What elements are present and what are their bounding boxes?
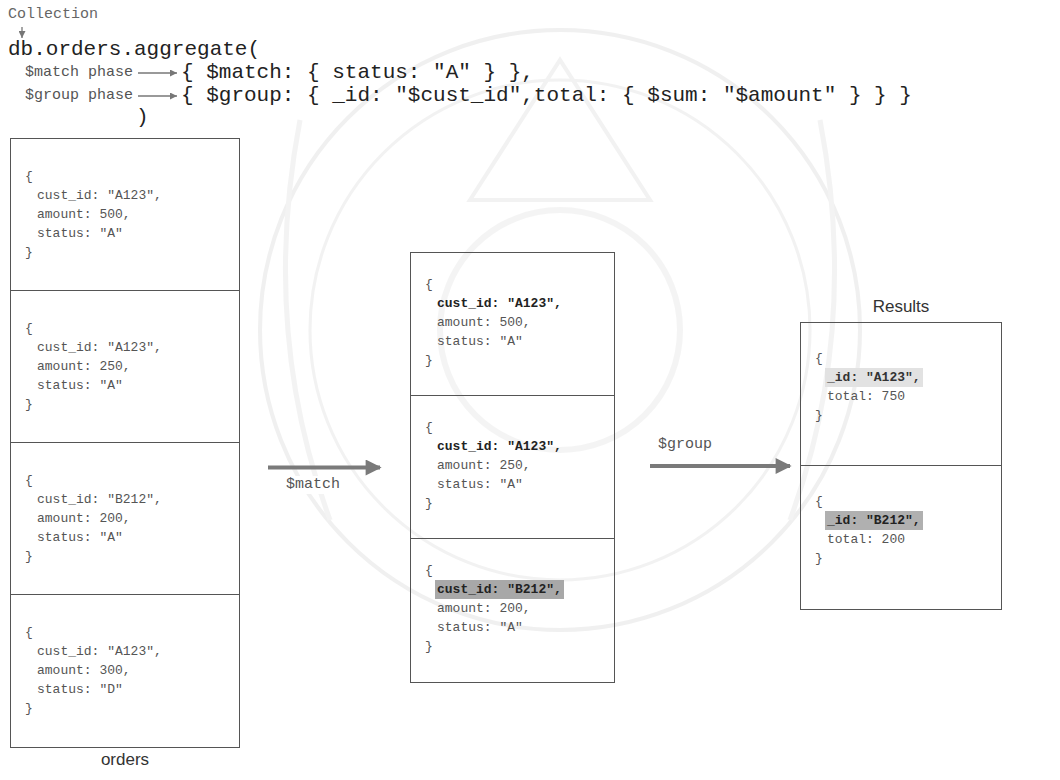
document-field: { (813, 492, 825, 511)
document-field: } (23, 243, 35, 262)
document-field: { (23, 471, 35, 490)
watermark-ring (310, 80, 810, 580)
phase-label: $group phase (25, 87, 133, 105)
document-field: } (23, 547, 35, 566)
document-field: } (813, 549, 825, 568)
document-field: status: "A" (35, 376, 125, 395)
document-field: } (813, 406, 825, 425)
document-field: total: 750 (825, 387, 907, 406)
document-field: cust_id: "A123", (35, 338, 164, 357)
document-field: { (423, 418, 435, 437)
document-field: amount: 250, (35, 357, 133, 376)
collection-box: {cust_id: "A123",amount: 500,status: "A"… (410, 252, 615, 683)
leader-arrow (138, 72, 177, 73)
document-field: } (423, 637, 435, 656)
stage-label: $group (656, 436, 714, 454)
document-field: } (423, 351, 435, 370)
document-field: cust_id: "A123", (435, 294, 564, 313)
document-field: amount: 250, (435, 456, 533, 475)
document-box: {cust_id: "A123",amount: 500,status: "A"… (411, 253, 614, 396)
document-box: {cust_id: "A123",amount: 250,status: "A"… (11, 291, 239, 443)
collection-name: Results (801, 297, 1001, 317)
document-field: status: "A" (35, 528, 125, 547)
document-field: { (23, 319, 35, 338)
document-field: _id: "A123", (825, 368, 923, 387)
flow-arrow (268, 466, 380, 470)
code-line: { $match: { status: "A" } }, (181, 61, 534, 84)
document-field: status: "A" (435, 618, 525, 637)
collection-label: Collection (8, 6, 98, 24)
document-field: amount: 500, (435, 313, 533, 332)
collection-box: Results{_id: "A123",total: 750}{_id: "B2… (800, 322, 1002, 610)
document-field: status: "A" (435, 475, 525, 494)
document-field: { (23, 167, 35, 186)
document-field: status: "A" (435, 332, 525, 351)
document-box: {_id: "B212",total: 200} (801, 466, 1001, 609)
phase-label: $match phase (25, 64, 133, 82)
document-field: { (423, 561, 435, 580)
collection-name: orders (11, 750, 239, 770)
document-field: { (423, 275, 435, 294)
document-box: {cust_id: "B212",amount: 200,status: "A"… (11, 443, 239, 595)
document-field: { (813, 349, 825, 368)
code-line: ) (136, 106, 149, 129)
stage-label: $match (284, 476, 342, 494)
document-field: total: 200 (825, 530, 907, 549)
watermark-ring (260, 30, 860, 630)
document-field: cust_id: "B212", (435, 580, 564, 599)
document-field: { (23, 623, 35, 642)
document-field: amount: 200, (435, 599, 533, 618)
document-field: amount: 200, (35, 509, 133, 528)
document-field: } (23, 699, 35, 718)
document-box: {_id: "A123",total: 750} (801, 323, 1001, 466)
code-line: db.orders.aggregate( (8, 38, 260, 61)
document-field: cust_id: "B212", (35, 490, 164, 509)
document-field: } (423, 494, 435, 513)
collection-box: orders{cust_id: "A123",amount: 500,statu… (10, 138, 240, 748)
leader-arrow (138, 95, 177, 96)
document-box: {cust_id: "A123",amount: 500,status: "A"… (11, 139, 239, 291)
document-field: cust_id: "A123", (35, 186, 164, 205)
document-field: _id: "B212", (825, 511, 923, 530)
document-field: } (23, 395, 35, 414)
document-box: {cust_id: "A123",amount: 250,status: "A"… (411, 396, 614, 539)
leader-arrow (21, 27, 22, 38)
document-box: {cust_id: "A123",amount: 300,status: "D"… (11, 595, 239, 747)
document-field: amount: 300, (35, 661, 133, 680)
document-field: amount: 500, (35, 205, 133, 224)
code-line: { $group: { _id: "$cust_id",total: { $su… (181, 84, 912, 107)
watermark-seal (260, 30, 860, 630)
document-field: status: "D" (35, 680, 125, 699)
watermark-emblem (285, 120, 834, 520)
document-field: cust_id: "A123", (435, 437, 564, 456)
flow-arrow (650, 464, 790, 468)
document-field: status: "A" (35, 224, 125, 243)
document-field: cust_id: "A123", (35, 642, 164, 661)
document-box: {cust_id: "B212",amount: 200,status: "A"… (411, 539, 614, 682)
